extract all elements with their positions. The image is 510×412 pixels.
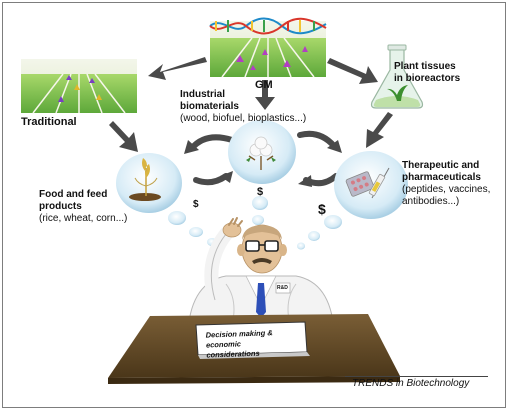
arrow-gm-to-industrial (255, 80, 275, 110)
cycle-arrow-heads (184, 140, 342, 187)
decision-plate (195, 321, 310, 359)
tie (256, 283, 266, 318)
decision-making-label: Decision making & economic consideration… (205, 328, 273, 360)
rnd-badge-label: R&D (277, 285, 288, 291)
arrow-gm-to-bioreactor (327, 58, 378, 84)
rnd-badge (275, 282, 291, 294)
plant-tissues-label: Plant tissues in bioreactors (394, 61, 461, 84)
arrow-bioreactor-to-therapeutic (366, 112, 393, 148)
traditional-field-image (21, 59, 137, 114)
arrow-traditional-to-food (109, 121, 138, 152)
dollar-therapeutic: $ (318, 201, 326, 217)
gm-label: GM (255, 79, 273, 91)
therapeutic-bubble (297, 151, 408, 250)
journal-rule (345, 376, 488, 377)
food-bubble (116, 153, 217, 246)
dollar-food: $ (193, 199, 199, 210)
food-feed-label: Food and feed products (rice, wheat, cor… (39, 189, 128, 224)
flask-bioreactor-image (370, 44, 424, 109)
therapeutic-label: Therapeutic and pharmaceuticals (peptide… (402, 160, 491, 207)
traditional-label: Traditional (21, 116, 77, 128)
industrial-biomaterials-label: Industrial biomaterials (wood, biofuel, … (180, 89, 307, 124)
journal-credit: TRENDS in Biotechnology (352, 378, 470, 389)
gm-field-image (209, 17, 327, 78)
flow-arrows (109, 57, 393, 152)
dollar-industrial: $ (257, 186, 264, 198)
industrial-bubble (228, 120, 296, 236)
arrow-gm-to-traditional (148, 57, 207, 80)
